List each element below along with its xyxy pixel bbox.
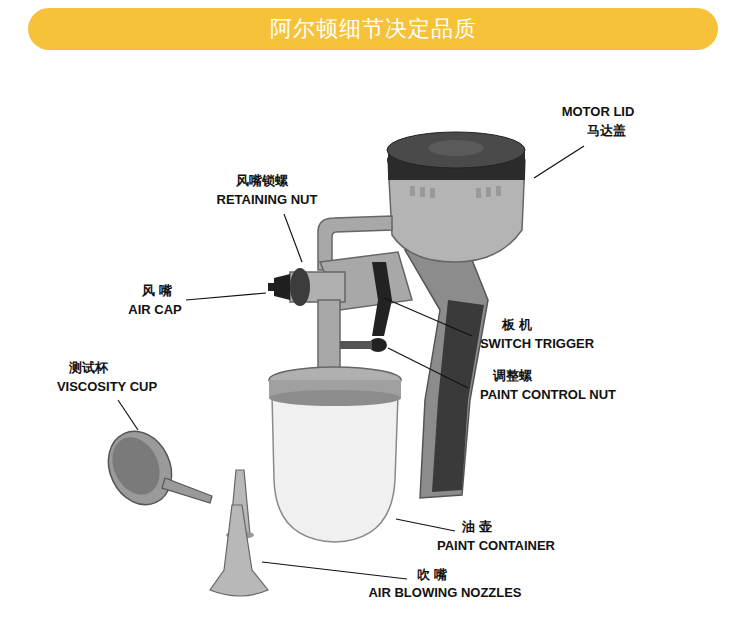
leader-lines <box>118 146 584 579</box>
retaining-nut <box>290 268 310 306</box>
grip <box>432 300 484 492</box>
title-banner: 阿尔顿细节决定品质 <box>28 8 718 50</box>
viscosity-cup <box>97 421 183 515</box>
part-label: 风 嘴 <box>142 283 172 299</box>
part-label: 油 壶 <box>462 519 492 535</box>
motor-lid-top <box>387 132 525 168</box>
motor-lid-center <box>428 140 484 156</box>
part-label: 调整螺 <box>493 368 532 384</box>
handle <box>405 250 488 498</box>
part-label: 风嘴锁螺 <box>236 173 288 189</box>
nozzle-large <box>210 505 268 596</box>
part-label: 马达盖 <box>587 123 626 139</box>
part-label: PAINT CONTROL NUT <box>480 387 616 403</box>
container <box>272 395 398 542</box>
knob-shaft <box>340 341 372 349</box>
part-label: 吹 嘴 <box>417 567 447 583</box>
part-label: 测试杯 <box>69 360 108 376</box>
part-label: RETAINING NUT <box>217 192 318 208</box>
air-cap <box>274 274 290 300</box>
stem <box>318 300 340 372</box>
part-label: MOTOR LID <box>562 104 635 120</box>
air-cap-tip <box>268 283 276 291</box>
part-label: AIR CAP <box>128 302 181 318</box>
part-label: 板 机 <box>502 317 532 333</box>
part-label: AIR BLOWING NOZZLES <box>368 585 521 601</box>
viscosity-cup-inner <box>103 430 168 503</box>
part-label: VISCOSITY CUP <box>57 379 157 395</box>
vents <box>410 186 501 198</box>
cup-handle <box>162 478 212 503</box>
part-label: PAINT CONTAINER <box>437 538 555 554</box>
container-rim <box>269 390 401 406</box>
part-label: SWITCH TRIGGER <box>480 336 594 352</box>
trigger <box>372 262 392 336</box>
title-text: 阿尔顿细节决定品质 <box>270 14 477 44</box>
